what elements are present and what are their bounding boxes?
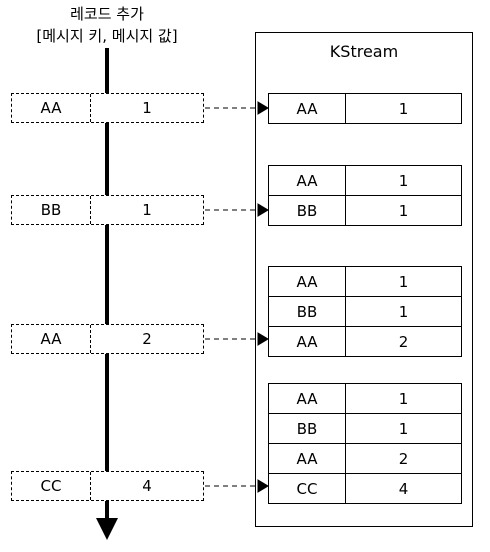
kstream-table-2: AA 1 BB 1 (268, 165, 462, 226)
connector-arrowhead (257, 332, 269, 346)
timeline-subtitle: [메시지 키, 메시지 값] (36, 27, 178, 45)
table-value: 4 (398, 479, 409, 498)
record-value: 4 (142, 477, 152, 495)
table-value: 1 (398, 99, 409, 118)
table-value: 1 (398, 302, 409, 321)
connector-arrowhead (257, 479, 269, 493)
record-key: CC (12, 472, 91, 500)
table-key: CC (269, 474, 346, 503)
record-key: AA (12, 325, 91, 353)
table-key: AA (269, 267, 346, 296)
kstream-table-4: AA 1 BB 1 AA 2 CC 4 (268, 383, 462, 504)
record-connectors (205, 101, 269, 493)
table-row: CC 4 (269, 474, 461, 504)
timeline-arrowhead (96, 518, 118, 540)
table-value: 1 (398, 272, 409, 291)
table-key: AA (269, 444, 346, 473)
record-aa-1: AA 1 (11, 93, 204, 123)
table-value: 1 (398, 201, 409, 220)
record-value: 1 (142, 99, 152, 117)
table-row: AA 1 (269, 267, 461, 297)
table-key: BB (269, 196, 346, 225)
table-row: BB 1 (269, 297, 461, 327)
kstream-table-1: AA 1 (268, 93, 462, 124)
record-aa-2: AA 2 (11, 324, 204, 354)
table-value: 2 (398, 332, 409, 351)
record-value: 2 (142, 330, 152, 348)
connector-arrowhead (257, 101, 269, 115)
timeline-title: 레코드 추가 (70, 5, 144, 23)
table-value: 2 (398, 449, 409, 468)
record-key: BB (12, 196, 91, 224)
connector-arrowhead (257, 203, 269, 217)
table-row: AA 1 (269, 94, 461, 124)
table-row: AA 1 (269, 384, 461, 414)
table-key: BB (269, 297, 346, 326)
table-key: AA (269, 384, 346, 413)
table-key: AA (269, 166, 346, 195)
record-cc-4: CC 4 (11, 471, 204, 501)
table-row: AA 1 (269, 166, 461, 196)
table-key: AA (269, 94, 346, 123)
table-row: BB 1 (269, 414, 461, 444)
kstream-table-3: AA 1 BB 1 AA 2 (268, 266, 462, 357)
table-value: 1 (398, 389, 409, 408)
table-row: BB 1 (269, 196, 461, 226)
table-key: BB (269, 414, 346, 443)
kstream-title: KStream (329, 42, 399, 61)
record-value: 1 (142, 201, 152, 219)
table-key: AA (269, 327, 346, 356)
table-row: AA 2 (269, 444, 461, 474)
table-value: 1 (398, 171, 409, 190)
record-key: AA (12, 94, 91, 122)
table-value: 1 (398, 419, 409, 438)
record-bb-1: BB 1 (11, 195, 204, 225)
kstream-container (255, 32, 473, 527)
table-row: AA 2 (269, 327, 461, 357)
